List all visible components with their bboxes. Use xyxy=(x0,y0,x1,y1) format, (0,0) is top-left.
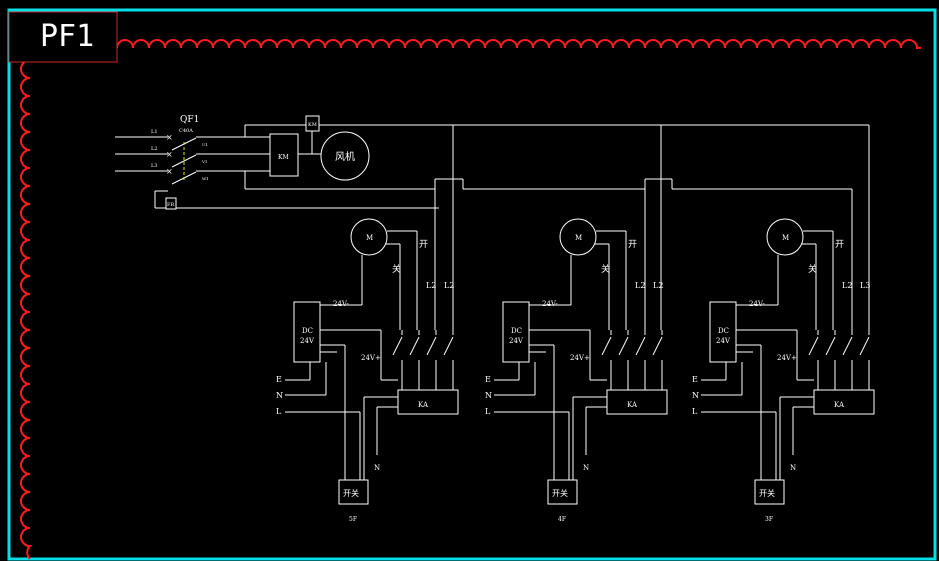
fan-contactor-label: KM xyxy=(278,154,289,161)
input-l-label: L xyxy=(692,407,698,416)
input-l-label: L xyxy=(485,407,491,416)
open-label: 开 xyxy=(628,239,637,250)
psu-plus-label: 24V+ xyxy=(777,354,797,362)
relay-label: KA xyxy=(834,401,845,409)
relay-ka xyxy=(397,389,459,415)
breaker-label: QF1 xyxy=(180,115,199,125)
dc-power-supply xyxy=(502,301,530,363)
damper-motor xyxy=(350,218,388,256)
psu-label-24v: 24V xyxy=(300,337,315,345)
floor-label: 5F xyxy=(349,516,357,523)
relay-ka xyxy=(813,389,875,415)
fan-thermal-label: KM xyxy=(308,122,317,128)
psu-plus-label: 24V+ xyxy=(361,354,381,362)
phase-label-l3: L3 xyxy=(151,163,158,169)
neutral-label: N xyxy=(583,464,589,472)
dc-power-supply xyxy=(293,301,321,363)
close-label: 关 xyxy=(392,263,401,275)
psu-label-24v: 24V xyxy=(716,337,731,345)
drawing-border xyxy=(7,8,937,561)
floor-switch xyxy=(547,479,578,505)
psu-minus-label: 24V- xyxy=(333,300,349,308)
line-label-b: L2 xyxy=(653,281,663,290)
neutral-label: N xyxy=(374,464,380,472)
line-label-b: L2 xyxy=(444,281,454,290)
floor-switch xyxy=(754,479,785,505)
breaker-rating: C40A xyxy=(179,128,193,134)
damper-motor xyxy=(559,218,597,256)
floor-switch-label: 开关 xyxy=(759,488,775,498)
phase-label-l1: L1 xyxy=(151,129,158,135)
psu-label-dc: DC xyxy=(718,327,729,335)
psu-label-24v: 24V xyxy=(509,337,524,345)
floor-label: 4F xyxy=(558,516,566,523)
fan-aux-contact xyxy=(165,197,177,210)
input-l-label: L xyxy=(276,407,282,416)
out-label-v1: V1 xyxy=(201,159,207,164)
title-block-label: PF1 xyxy=(40,19,94,54)
revision-cloud xyxy=(20,39,922,560)
input-n-label: N xyxy=(276,391,283,400)
damper-motor-label: M xyxy=(575,234,582,242)
damper-motor-label: M xyxy=(366,234,373,242)
psu-label-dc: DC xyxy=(511,327,522,335)
damper-motor-label: M xyxy=(782,234,789,242)
fan-contactor xyxy=(269,133,299,177)
title-block-frame xyxy=(8,11,118,63)
fan-aux-label: FR xyxy=(167,202,174,208)
line-label-a: L2 xyxy=(842,281,852,290)
input-n-label: N xyxy=(692,391,699,400)
floor-switch-label: 开关 xyxy=(343,488,359,498)
breaker-x2: × xyxy=(166,150,173,159)
line-label-b: L3 xyxy=(860,281,870,290)
relay-ka xyxy=(606,389,668,415)
open-label: 开 xyxy=(835,239,844,250)
phase-label-l2: L2 xyxy=(151,146,158,152)
input-e-label: E xyxy=(692,375,698,384)
psu-minus-label: 24V- xyxy=(542,300,558,308)
line-label-a: L2 xyxy=(635,281,645,290)
floor-switch xyxy=(338,479,369,505)
breaker-x1: × xyxy=(166,133,173,142)
input-e-label: E xyxy=(276,375,282,384)
floor-label: 3F xyxy=(765,516,773,523)
neutral-label: N xyxy=(790,464,796,472)
floor-switch-label: 开关 xyxy=(552,488,568,498)
input-n-label: N xyxy=(485,391,492,400)
dc-power-supply xyxy=(709,301,737,363)
open-label: 开 xyxy=(419,239,428,250)
breaker-x3: × xyxy=(166,167,173,176)
relay-label: KA xyxy=(418,401,429,409)
fan-motor xyxy=(320,131,370,181)
input-e-label: E xyxy=(485,375,491,384)
damper-motor xyxy=(766,218,804,256)
close-label: 关 xyxy=(601,263,610,275)
psu-minus-label: 24V- xyxy=(749,300,765,308)
out-label-w1: W1 xyxy=(202,176,209,181)
fan-motor-label: 风机 xyxy=(335,150,355,163)
psu-label-dc: DC xyxy=(302,327,313,335)
out-label-u1: U1 xyxy=(202,142,208,147)
main-power-section: L1 L2 L3 × × × QF1 C40A U1 V1 W1 KM KM 风… xyxy=(115,115,870,330)
psu-plus-label: 24V+ xyxy=(570,354,590,362)
line-label-a: L2 xyxy=(426,281,436,290)
close-label: 关 xyxy=(808,263,817,275)
relay-label: KA xyxy=(627,401,638,409)
